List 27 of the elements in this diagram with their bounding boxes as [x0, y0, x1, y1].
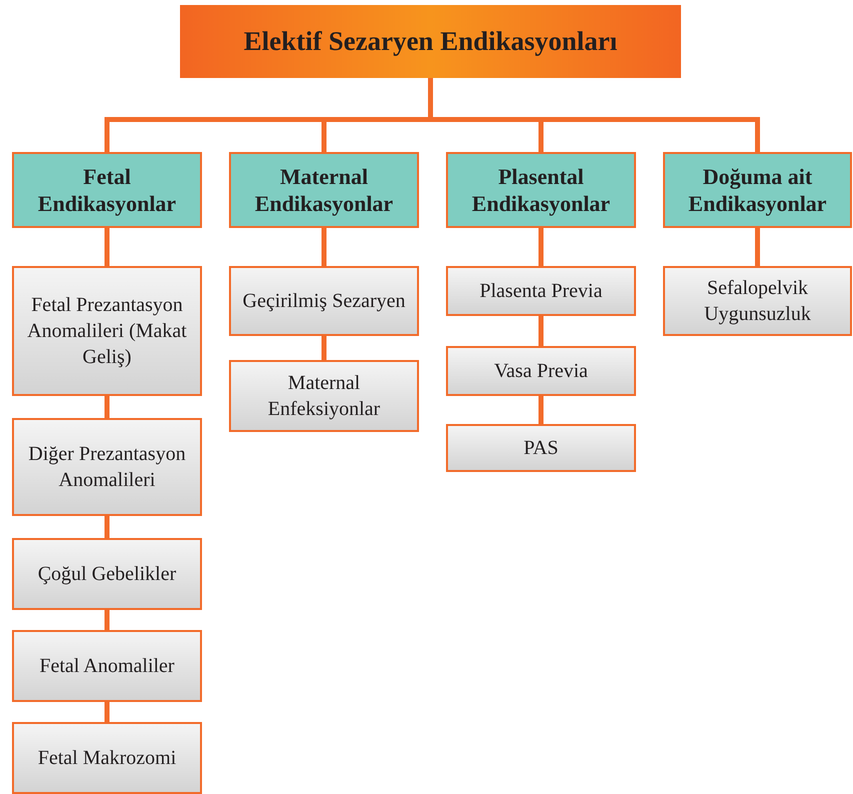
title-box: Elektif Sezaryen Endikasyonları [180, 5, 681, 78]
category-box: Fetal Endikasyonlar [12, 152, 202, 228]
connector-line [755, 228, 760, 266]
category-box: Plasental Endikasyonlar [446, 152, 636, 228]
category-box: Doğuma ait Endikasyonlar [663, 152, 852, 228]
connector-line [104, 228, 110, 266]
connector-line [104, 702, 110, 722]
item-box: Diğer Prezantasyon Anomalileri [12, 418, 202, 516]
item-box: Fetal Prezantasyon Anomalileri (Makat Geliş) [12, 266, 202, 396]
connector-line [104, 516, 110, 538]
item-box: Fetal Makrozomi [12, 722, 202, 794]
connector-line [322, 336, 326, 360]
connector-line [538, 228, 544, 266]
item-box: Sefalopelvik Uygunsuzluk [663, 266, 852, 336]
item-box: Maternal Enfeksiyonlar [229, 360, 419, 432]
connector-line [538, 316, 544, 346]
item-box: Çoğul Gebelikler [12, 538, 202, 610]
item-box: Geçirilmiş Sezaryen [229, 266, 419, 336]
item-box: Plasenta Previa [446, 266, 636, 316]
category-box: Maternal Endikasyonlar [229, 152, 419, 228]
connector-line [322, 228, 326, 266]
connector-line [104, 610, 110, 630]
connector-line [538, 396, 544, 424]
item-box: Vasa Previa [446, 346, 636, 396]
connector-line [104, 396, 110, 418]
item-box: PAS [446, 424, 636, 472]
item-box: Fetal Anomaliler [12, 630, 202, 702]
